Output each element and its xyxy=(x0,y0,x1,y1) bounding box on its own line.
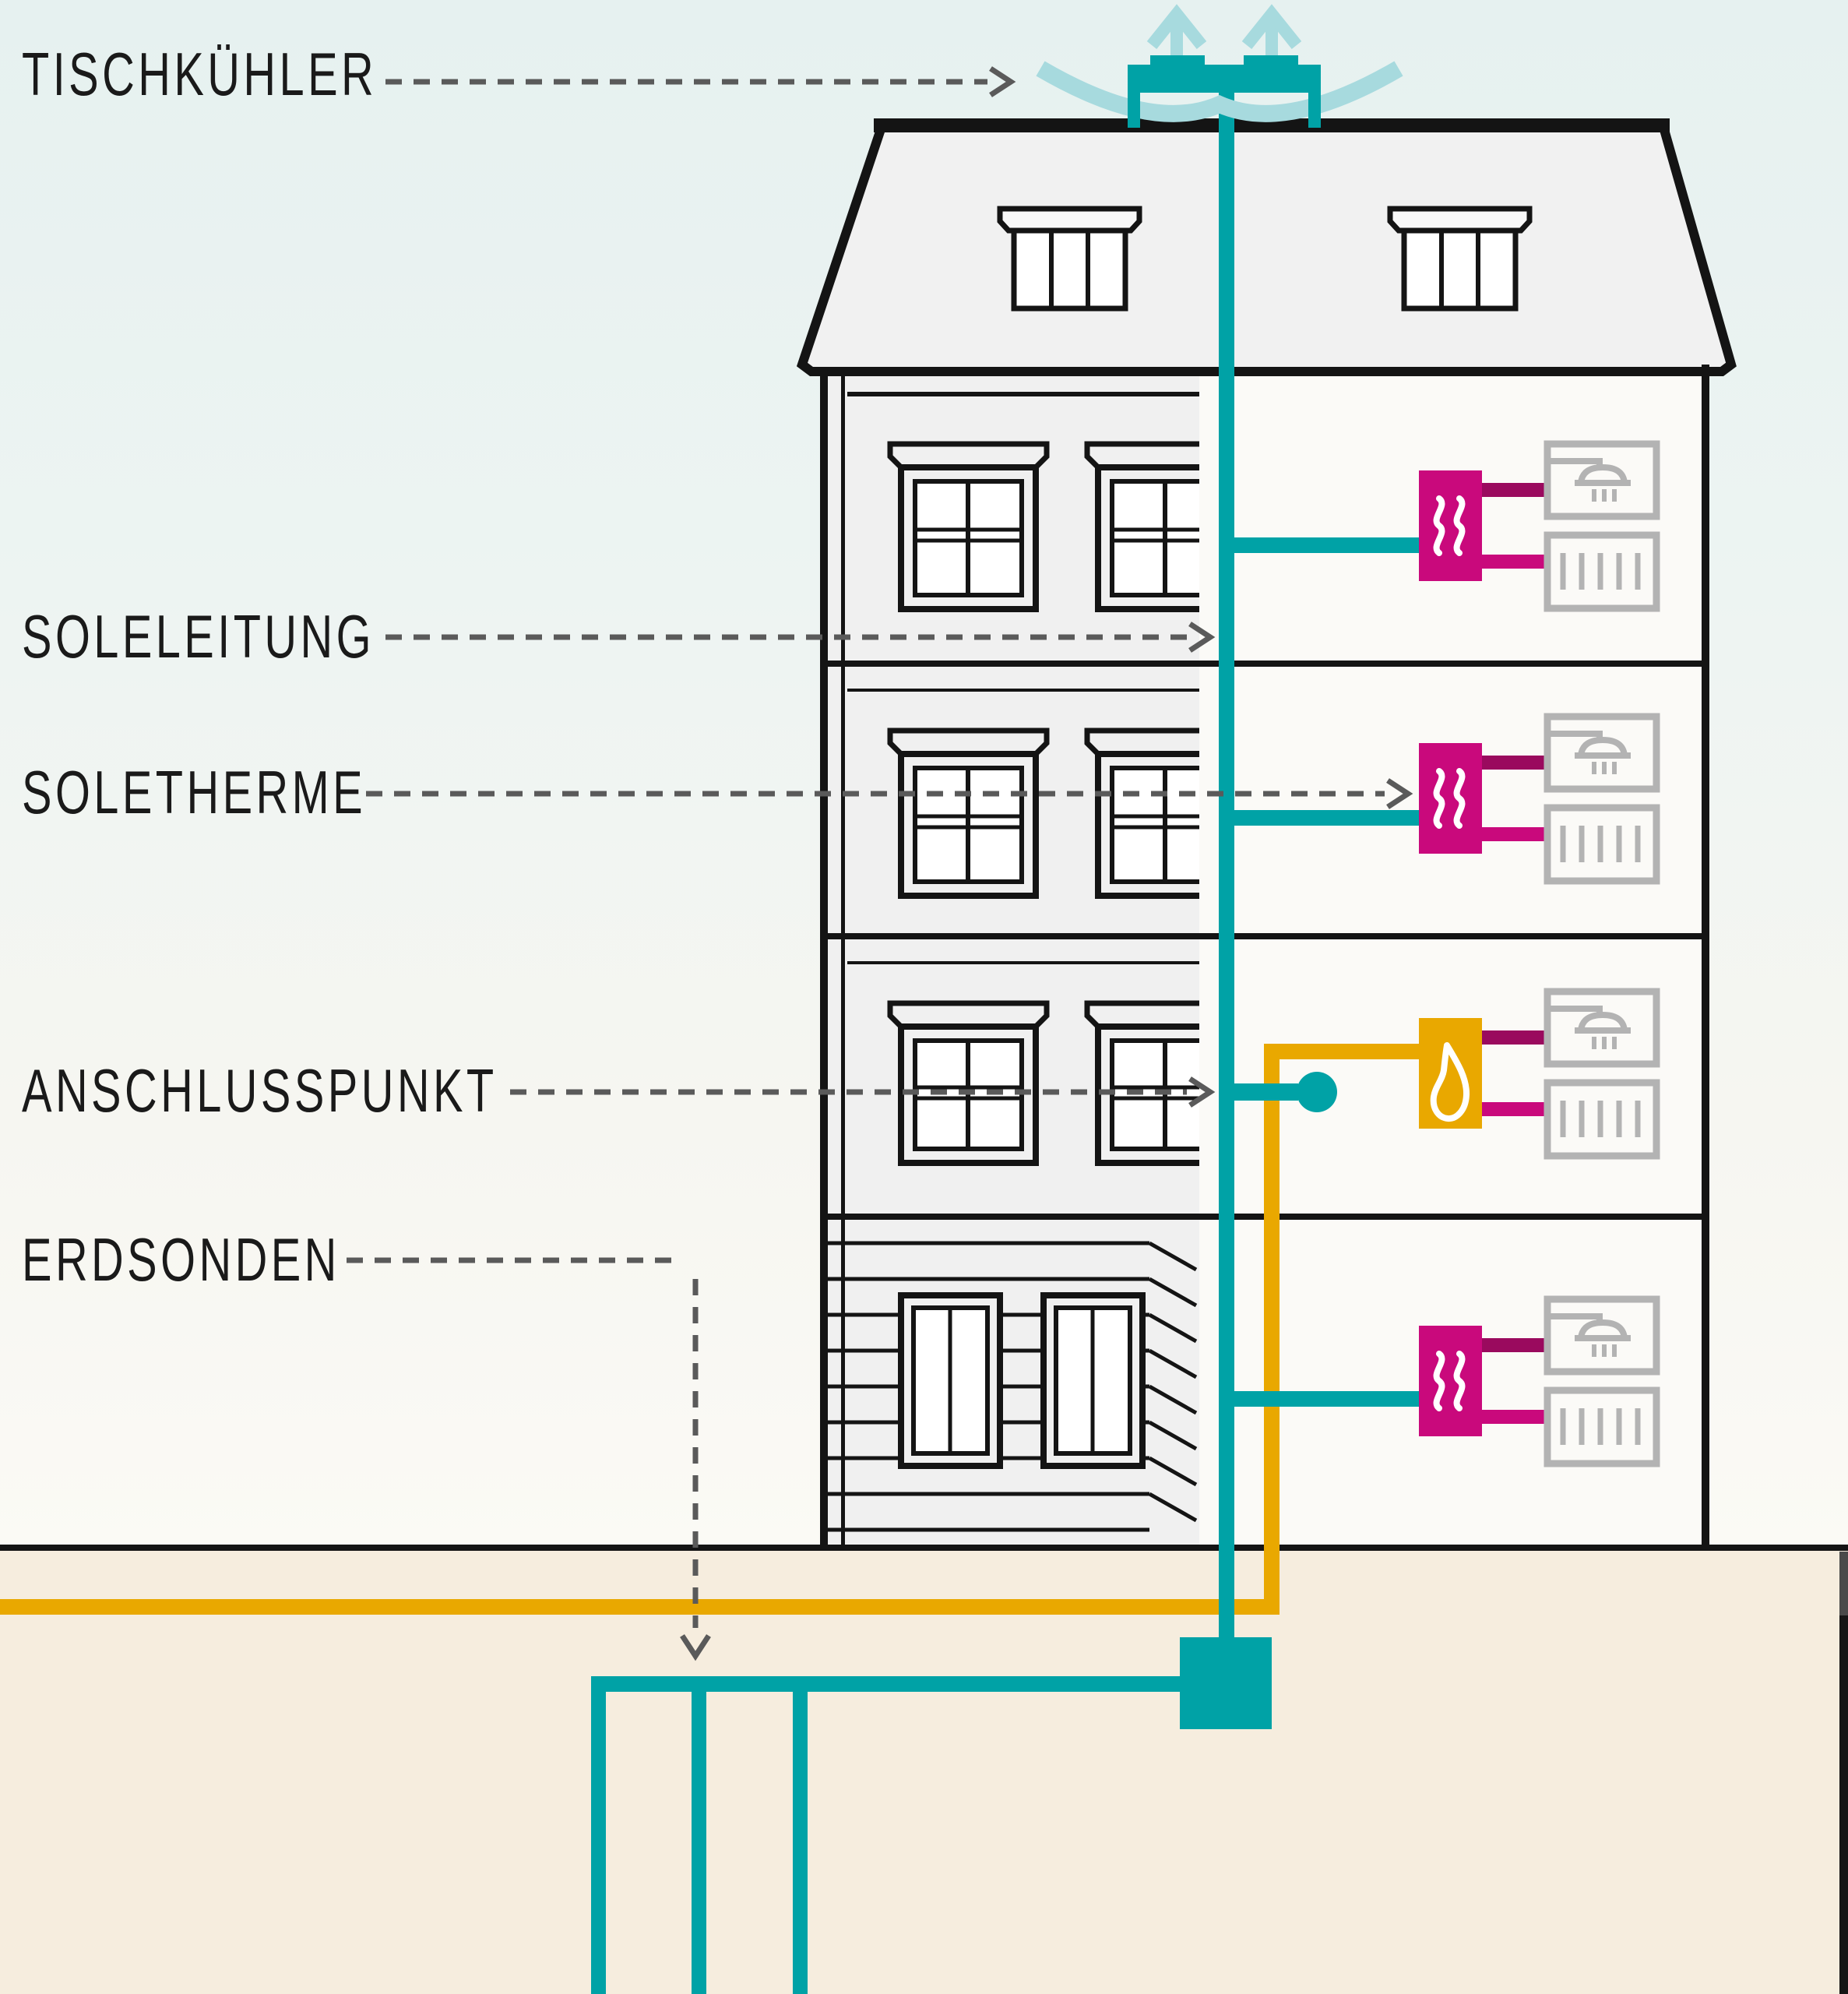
shower-box xyxy=(1544,988,1660,1068)
shower-box xyxy=(1544,1295,1660,1376)
left-wall-inner-line xyxy=(841,372,845,1545)
label-soletherme: SOLETHERME xyxy=(22,758,367,826)
ground-probe-header-pipe xyxy=(591,1676,1180,1692)
radiator-box xyxy=(1544,531,1660,612)
shower-icon xyxy=(1547,731,1631,759)
radiator-icon xyxy=(1560,1101,1641,1137)
shower-icon xyxy=(1547,1006,1631,1034)
floor-branch-pipe xyxy=(1234,537,1419,553)
radiator-box xyxy=(1544,1386,1660,1467)
floor-divider xyxy=(827,661,1702,667)
building xyxy=(796,118,1737,1548)
heating-connector xyxy=(1482,1410,1547,1424)
label-anschlusspunkt: ANSCHLUSSPUNKT xyxy=(22,1056,498,1125)
facade-window xyxy=(1084,727,1199,899)
airflow-swoosh-icon xyxy=(1036,61,1403,122)
label-erdsonden: ERDSONDEN xyxy=(22,1225,340,1294)
roof xyxy=(796,118,1737,376)
brine-riser-pipe xyxy=(1219,93,1234,1637)
soletherme-unit-floor1 xyxy=(1419,470,1547,581)
facade-window xyxy=(1084,441,1199,612)
soletherme-unit-ground xyxy=(1419,1326,1547,1436)
shower-icon xyxy=(1547,458,1631,486)
soletherme-unit-floor2 xyxy=(1419,743,1547,854)
cornice-line xyxy=(847,392,1199,396)
facade-window-ground xyxy=(1040,1292,1146,1469)
facade-window xyxy=(887,441,1050,612)
hot-water-connector xyxy=(1482,483,1547,497)
label-soleleitung: SOLELEITUNG xyxy=(22,602,375,671)
shower-box xyxy=(1544,440,1660,520)
heating-connector xyxy=(1482,555,1547,569)
heat-waves-icon xyxy=(1433,1351,1466,1411)
label-tischkuehler: TISCHKÜHLER xyxy=(22,40,378,108)
dormer-window xyxy=(1387,206,1533,312)
radiator-icon xyxy=(1560,553,1641,590)
ground-background xyxy=(0,1551,1848,1994)
facade-trim-line xyxy=(847,961,1199,964)
facade-window xyxy=(887,727,1050,899)
ground-probe-pipe xyxy=(793,1692,808,1994)
flame-icon xyxy=(1430,1042,1470,1122)
shower-box xyxy=(1544,713,1660,793)
left-wall xyxy=(820,372,828,1548)
connection-stub-pipe xyxy=(1234,1083,1298,1101)
heating-connector xyxy=(1482,1102,1547,1116)
radiator-box xyxy=(1544,1079,1660,1160)
roof-cooler-icon xyxy=(1128,55,1321,128)
junction-box-icon xyxy=(1180,1637,1272,1729)
floor-branch-pipe xyxy=(1234,810,1419,826)
hot-water-connector xyxy=(1482,756,1547,770)
right-wall xyxy=(1702,365,1709,1548)
facade-window xyxy=(887,1000,1050,1166)
ground-probe-pipe xyxy=(692,1692,706,1994)
gas-pipe xyxy=(0,1044,1419,1615)
heat-waves-icon xyxy=(1433,768,1466,829)
heat-waves-icon xyxy=(1433,495,1466,556)
brine-pipe-network xyxy=(591,93,1419,1994)
photo-credit-strip xyxy=(1839,1552,1848,1994)
facade-trim-line xyxy=(847,689,1199,692)
heating-connector xyxy=(1482,827,1547,841)
hot-water-connector xyxy=(1482,1338,1547,1352)
floor-divider xyxy=(827,933,1702,939)
radiator-box xyxy=(1544,804,1660,885)
gas-boiler-unit-floor3 xyxy=(1419,1018,1547,1129)
hot-water-connector xyxy=(1482,1030,1547,1045)
dashed-pointer-arrow-icon xyxy=(347,66,1413,1661)
radiator-icon xyxy=(1560,1408,1641,1445)
floor-branch-pipe xyxy=(1234,1391,1419,1407)
ground-probe-pipe xyxy=(591,1676,606,1994)
shower-icon xyxy=(1547,1313,1631,1341)
dormer-window xyxy=(997,206,1142,312)
radiator-icon xyxy=(1560,826,1641,862)
ground-line xyxy=(0,1545,1848,1551)
connection-dot-icon xyxy=(1297,1072,1337,1112)
facade-window-ground xyxy=(898,1292,1003,1469)
